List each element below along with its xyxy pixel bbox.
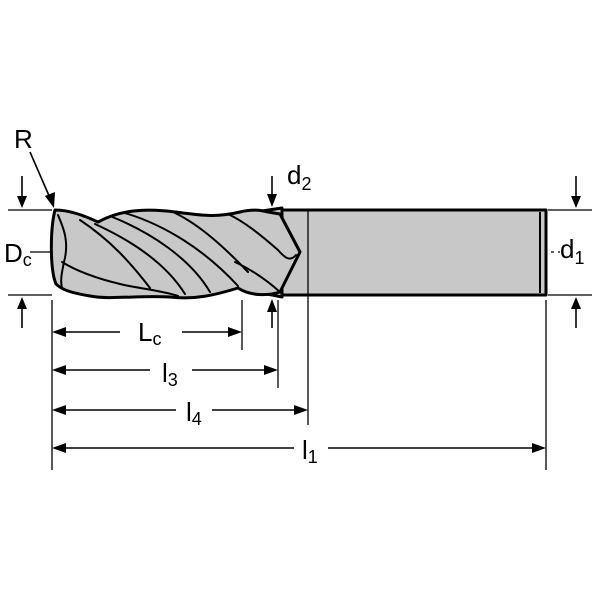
label-d2: d2 [287, 160, 311, 194]
label-d1: d1 [560, 234, 584, 268]
l1-dimension [52, 443, 546, 453]
d2-dimension-arrows [267, 176, 277, 328]
shank [278, 208, 548, 297]
l3-dimension [52, 365, 278, 375]
label-lc: Lc [138, 317, 161, 349]
extension-lines [8, 209, 592, 470]
label-r: R [14, 124, 33, 154]
l4-dimension [52, 405, 308, 415]
d1-dimension-arrows [571, 176, 581, 328]
r-leader [29, 151, 55, 208]
label-l3: l3 [162, 358, 178, 390]
dc-dimension-arrows [17, 176, 27, 328]
cutting-part [49, 208, 302, 300]
label-l4: l4 [186, 397, 202, 429]
lc-dimension [52, 327, 242, 337]
label-l1: l1 [302, 435, 318, 467]
label-dc: Dc [4, 238, 32, 270]
